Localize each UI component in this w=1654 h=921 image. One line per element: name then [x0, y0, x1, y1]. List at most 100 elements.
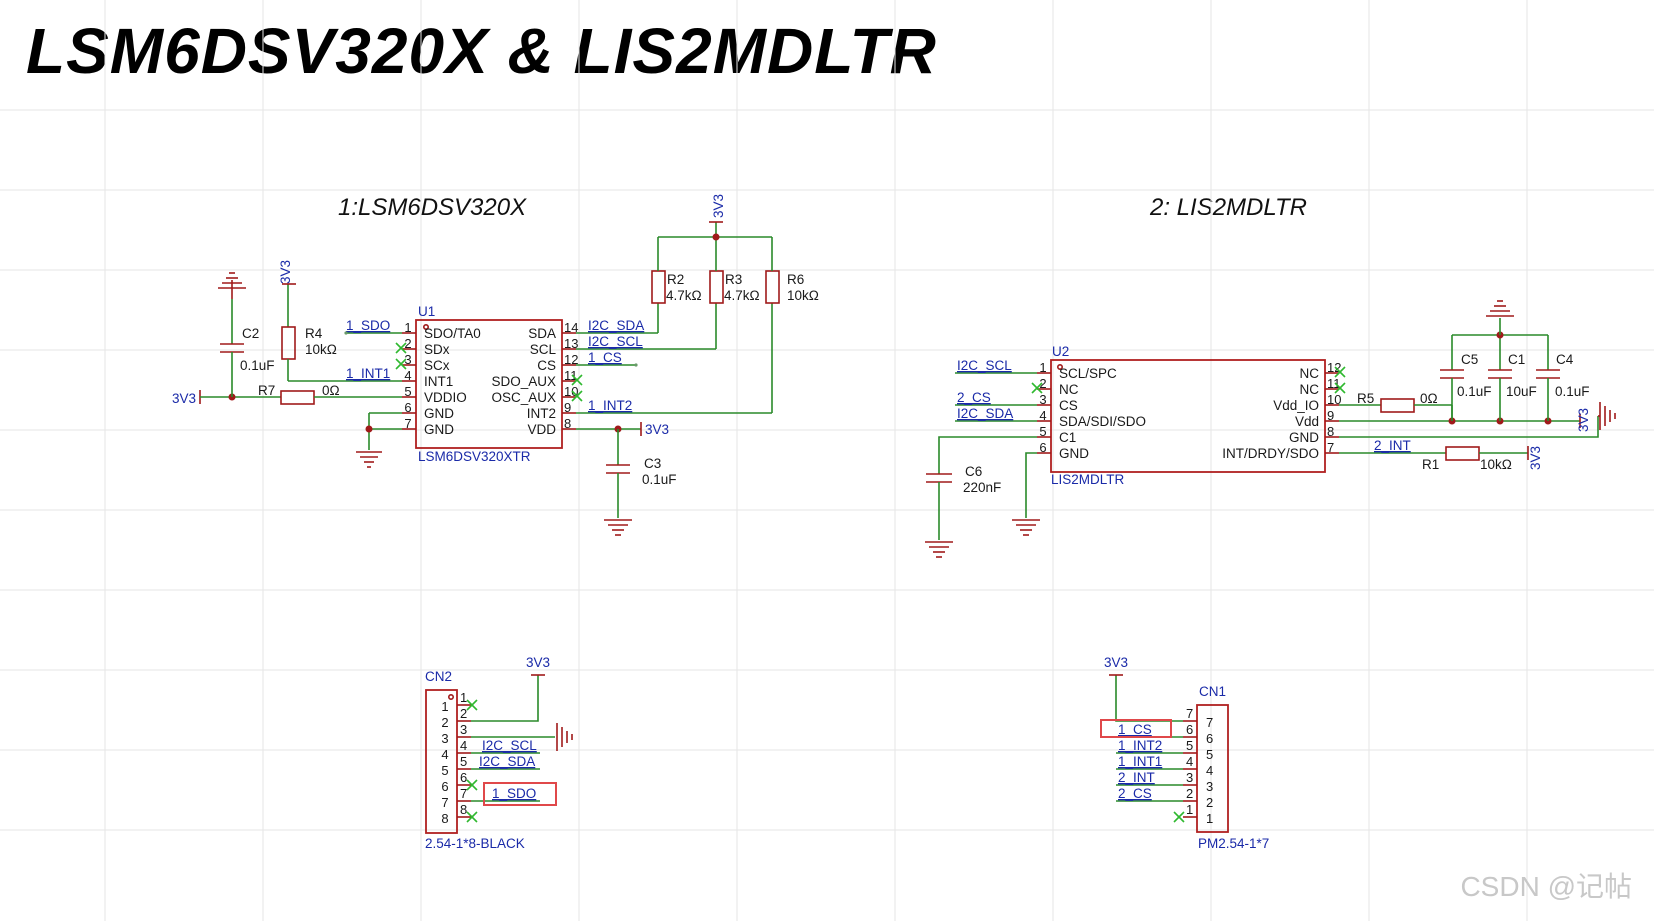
u2-pin10-num: 10	[1327, 392, 1341, 407]
c6-value: 220nF	[963, 480, 1001, 495]
schematic-title: LSM6DSV320X & LIS2MDLTR	[26, 15, 937, 87]
u1-pin14-name: SDA	[528, 326, 556, 341]
u2-pin12-num: 12	[1327, 360, 1341, 375]
cn2-wiring: 3V3 I2C_SCL I2C_SDA 1_SDO	[466, 655, 573, 823]
r5-value: 0Ω	[1420, 391, 1438, 406]
cn2-pin-num-8: 8	[460, 802, 467, 817]
u2-pin11-num: 11	[1327, 376, 1341, 391]
u2-pin9-num: 9	[1327, 408, 1334, 423]
net-label-i2c-sda-cn2: I2C_SDA	[479, 754, 535, 769]
cn2-pin-num-6: 6	[460, 770, 467, 785]
no-connect-markers-u2	[1031, 366, 1346, 394]
cn1-pin-label-6: 6	[1206, 731, 1213, 746]
power-3v3-r4: 3V3	[278, 260, 293, 284]
u2-pin9-name: Vdd	[1295, 414, 1319, 429]
u2-pin11-name: NC	[1300, 382, 1320, 397]
cn1-part: PM2.54-1*7	[1198, 836, 1269, 851]
u1-pin11-num: 11	[564, 368, 578, 383]
r4-value: 10kΩ	[305, 342, 337, 357]
cn2-pin-label-2: 2	[441, 715, 448, 730]
u2-part: LIS2MDLTR	[1051, 472, 1125, 487]
u1-pin5-name: VDDIO	[424, 390, 467, 405]
r5-ref: R5	[1357, 391, 1374, 406]
net-label-i2c-scl-u1: I2C_SCL	[588, 334, 643, 349]
c2-value: 0.1uF	[240, 358, 275, 373]
r6-value: 10kΩ	[787, 288, 819, 303]
cn2-pin-num-5: 5	[460, 754, 467, 769]
u1-pin4-num: 4	[404, 368, 411, 383]
u1-pin2-num: 2	[404, 336, 411, 351]
u2-pin2-num: 2	[1039, 376, 1046, 391]
net-label-1-cs-cn1: 1_CS	[1118, 722, 1152, 737]
u1-pin3-num: 3	[404, 352, 411, 367]
cn1-pin-label-2: 2	[1206, 795, 1213, 810]
cn1-pin-label-1: 1	[1206, 811, 1213, 826]
c3-ref: C3	[644, 456, 661, 471]
u1-pin10-name: OSC_AUX	[491, 390, 556, 405]
net-label-1-int2-cn1: 1_INT2	[1118, 738, 1162, 753]
u2-pin7-num: 7	[1327, 440, 1334, 455]
cn2-pin-num-1: 1	[460, 690, 467, 705]
u1-pin8-name: VDD	[527, 422, 556, 437]
cn2-pin-label-5: 5	[441, 763, 448, 778]
power-3v3-r1: 3V3	[1528, 446, 1543, 470]
c4-value: 0.1uF	[1555, 384, 1590, 399]
c4-ref: C4	[1556, 352, 1574, 367]
u2-pin7-name: INT/DRDY/SDO	[1222, 446, 1319, 461]
no-connect-markers-u1	[395, 342, 583, 402]
net-label-i2c-sda-u2: I2C_SDA	[957, 406, 1013, 421]
cn1-pin-label-5: 5	[1206, 747, 1213, 762]
u1-pin5-num: 5	[404, 384, 411, 399]
r4-ref: R4	[305, 326, 323, 341]
u1-pin13-num: 13	[564, 336, 578, 351]
c3-value: 0.1uF	[642, 472, 677, 487]
ground-icon	[556, 723, 573, 751]
u1-pin7-name: GND	[424, 422, 454, 437]
u1-pin6-num: 6	[404, 400, 411, 415]
u2-pin6-num: 6	[1039, 440, 1046, 455]
u2-chip[interactable]: U2 LIS2MDLTR SCL/SPC NC CS SDA/SDI/SDO C…	[1037, 344, 1341, 487]
r3-value: 4.7kΩ	[724, 288, 760, 303]
cn2-pin-num-2: 2	[460, 706, 467, 721]
u2-pin4-num: 4	[1039, 408, 1046, 423]
cn1-pin-num-7: 7	[1186, 706, 1193, 721]
u1-pin1-num: 1	[404, 320, 411, 335]
u2-pin1-num: 1	[1039, 360, 1046, 375]
cn2-connector[interactable]: CN2 2.54-1*8-BLACK 1 2 3 4 5 6 7 8 1 2 3…	[425, 669, 525, 851]
power-3v3-left: 3V3	[172, 391, 196, 406]
net-label-2-int: 2_INT	[1374, 438, 1411, 453]
u1-pin8-num: 8	[564, 416, 571, 431]
net-label-1-int1-cn1: 1_INT1	[1118, 754, 1162, 769]
power-3v3-cn1: 3V3	[1104, 655, 1128, 670]
u2-pin4-name: SDA/SDI/SDO	[1059, 414, 1146, 429]
u1-pin11-name: SDO_AUX	[491, 374, 556, 389]
u1-ref: U1	[418, 304, 435, 319]
cn1-pin-label-4: 4	[1206, 763, 1213, 778]
u2-pin10-name: Vdd_IO	[1273, 398, 1319, 413]
net-label-1-cs: 1_CS	[588, 350, 622, 365]
u2-pin12-name: NC	[1300, 366, 1320, 381]
net-label-2-cs-cn1: 2_CS	[1118, 786, 1152, 801]
cn1-wiring: 3V3 1_CS 1_INT2 1_INT1 2_INT 2_CS	[1100, 655, 1185, 823]
u1-pin14-num: 14	[564, 320, 578, 335]
cn2-part: 2.54-1*8-BLACK	[425, 836, 525, 851]
r2-ref: R2	[667, 272, 684, 287]
cn1-pin-num-4: 4	[1186, 754, 1193, 769]
power-3v3-u2-vdd: 3V3	[1576, 408, 1591, 432]
net-label-2-int-cn1: 2_INT	[1118, 770, 1155, 785]
ground-icon	[1598, 402, 1616, 430]
u2-pin2-name: NC	[1059, 382, 1079, 397]
r2-value: 4.7kΩ	[666, 288, 702, 303]
u1-part: LSM6DSV320XTR	[418, 449, 531, 464]
highlight-box-cs	[1100, 719, 1172, 738]
cn2-pin-label-6: 6	[441, 779, 448, 794]
u1-pin10-num: 10	[564, 384, 578, 399]
ground-icon	[604, 519, 632, 536]
r3-ref: R3	[725, 272, 742, 287]
u2-ref: U2	[1052, 344, 1069, 359]
r1-ref: R1	[1422, 457, 1439, 472]
u1-chip[interactable]: U1 LSM6DSV320XTR SDO/TA0 SDx SCx INT1 VD…	[402, 304, 578, 464]
u1-pin4-name: INT1	[424, 374, 453, 389]
cn1-connector[interactable]: CN1 PM2.54-1*7 7 6 5 4 3 2 1 7 6 5 4 3 2…	[1183, 684, 1269, 851]
